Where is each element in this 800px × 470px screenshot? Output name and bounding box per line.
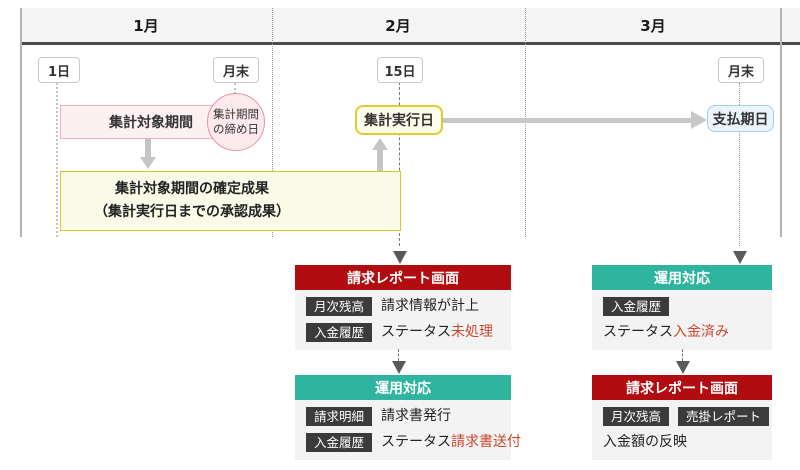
timeline-left-edge: [20, 8, 22, 237]
operations-box: 運用対応 入金履歴 ステータス入金済み: [592, 265, 772, 350]
flow-row-text: 請求情報が計上: [381, 298, 480, 314]
flow-column-february: 請求レポート画面 月次残高 請求情報が計上 入金履歴 ステータス未処理 運用対応: [295, 265, 521, 460]
billing-detail-tag: 請求明細: [306, 407, 373, 426]
timeline-right-edge: [780, 8, 782, 237]
flow-row-text: ステータス入金済み: [603, 323, 729, 342]
arrow-right-head-icon: [691, 111, 707, 129]
confirmed-result-text: 集計対象期間の確定成果 （集計実行日までの承認成果）: [60, 171, 324, 231]
billing-report-screen-header: 請求レポート画面: [295, 265, 511, 290]
month-header-bar: [20, 8, 800, 42]
flow-connector-arrow-icon: [676, 361, 690, 374]
flow-row: 入金履歴 ステータス請求書送付: [306, 433, 521, 452]
marker-day1: 1日: [38, 57, 80, 83]
aggregation-period-label: 集計対象期間: [109, 115, 193, 131]
billing-report-screen-box: 請求レポート画面 月次残高 請求情報が計上 入金履歴 ステータス未処理: [295, 265, 511, 350]
arrow-down-head-icon: [140, 157, 156, 169]
flow-row: 入金履歴: [603, 297, 761, 316]
operations-header: 運用対応: [592, 265, 772, 290]
billing-report-screen-box: 請求レポート画面 月次残高 売掛レポート 入金額の反映: [592, 375, 772, 460]
operations-header: 運用対応: [295, 375, 511, 400]
flow-row-text: ステータス請求書送付: [381, 433, 521, 452]
flow-row: 請求明細 請求書発行: [306, 407, 500, 426]
dropline-jan-monthend: [234, 83, 236, 94]
arrow-right-icon: [443, 118, 693, 123]
monthly-balance-tag: 月次残高: [306, 297, 373, 316]
monthly-balance-tag: 月次残高: [603, 407, 670, 426]
payment-history-tag: 入金履歴: [603, 297, 670, 316]
status-label: ステータス: [603, 324, 673, 340]
operations-title: 運用対応: [375, 380, 431, 397]
month-label-january: 1月: [133, 17, 159, 35]
flow-row-text: 入金額の反映: [603, 434, 687, 450]
receivable-report-tag: 売掛レポート: [678, 407, 770, 426]
billing-report-screen-title: 請求レポート画面: [626, 380, 738, 397]
billing-report-screen-header: 請求レポート画面: [592, 375, 772, 400]
month-label-march: 3月: [640, 17, 666, 35]
marker-jan-monthend-label: 月末: [222, 64, 249, 80]
closing-date-line1: 集計期間: [213, 107, 259, 121]
flow-row: 月次残高 請求情報が計上: [306, 297, 500, 316]
flow-row-text: 請求書発行: [381, 408, 452, 424]
confirmed-result-line1: 集計対象期間の確定成果: [115, 181, 269, 197]
status-value-invoice-sent: 請求書送付: [451, 434, 522, 450]
marker-feb-15: 15日: [377, 57, 423, 83]
arrow-down-icon: [145, 137, 151, 158]
marker-jan-monthend: 月末: [213, 57, 259, 83]
status-value-unprocessed: 未処理: [451, 324, 494, 340]
arrow-into-left-flow-icon: [393, 251, 407, 264]
marker-day1-label: 1日: [47, 64, 71, 80]
dropline-feb-15: [399, 82, 400, 246]
operations-body: 入金履歴 ステータス入金済み: [592, 290, 772, 350]
flow-connector-dash: [398, 349, 399, 361]
status-label: ステータス: [381, 324, 452, 340]
payment-history-tag: 入金履歴: [306, 323, 373, 342]
confirmed-result-band: [60, 171, 401, 231]
operations-box: 運用対応 請求明細 請求書発行 入金履歴 ステータス請求書送付: [295, 375, 521, 460]
billing-report-screen-title: 請求レポート画面: [347, 270, 459, 287]
dropline-mar-monthend-upper: [739, 83, 740, 105]
divider-jan-feb: [272, 8, 273, 237]
month-label-february: 2月: [385, 17, 411, 35]
flow-row: 入金履歴 ステータス未処理: [306, 323, 500, 342]
flow-connector-dash: [682, 349, 683, 361]
billing-report-screen-body: 月次残高 請求情報が計上 入金履歴 ステータス未処理: [295, 290, 511, 350]
aggregation-execution-date-label: 集計実行日: [364, 113, 434, 129]
flow-column-march: 運用対応 入金履歴 ステータス入金済み 請求レポート画面 月次残高 売掛レポート: [592, 265, 772, 460]
arrow-up-head-icon: [372, 138, 388, 150]
operations-title: 運用対応: [654, 270, 710, 287]
operations-body: 請求明細 請求書発行 入金履歴 ステータス請求書送付: [295, 400, 521, 460]
dropline-mar-monthend-lower: [739, 133, 740, 246]
marker-mar-monthend-label: 月末: [727, 64, 754, 80]
payment-due-date-label: 支払期日: [712, 111, 769, 128]
billing-report-screen-body: 月次残高 売掛レポート 入金額の反映: [592, 400, 772, 460]
flow-connector-arrow-icon: [392, 361, 406, 374]
marker-mar-monthend: 月末: [718, 57, 764, 83]
marker-feb-15-label: 15日: [384, 64, 416, 80]
flow-row-text: ステータス未処理: [381, 323, 493, 342]
arrow-up-icon: [377, 149, 383, 171]
flow-row: 入金額の反映: [603, 433, 761, 452]
flow-row: 月次残高 売掛レポート: [603, 407, 770, 426]
closing-date-circle: 集計期間 の締め日: [207, 93, 265, 151]
status-value-paid: 入金済み: [673, 324, 729, 340]
timeline-axis-rule: [20, 42, 800, 45]
closing-date-line2: の締め日: [213, 122, 259, 136]
payment-due-date-box: 支払期日: [707, 105, 774, 132]
status-label: ステータス: [381, 434, 452, 450]
flow-row: ステータス入金済み: [603, 323, 761, 342]
payment-history-tag: 入金履歴: [306, 433, 373, 452]
arrow-into-right-flow-icon: [733, 251, 747, 264]
dropline-day1: [56, 83, 58, 237]
confirmed-result-line2: （集計実行日までの承認成果）: [94, 204, 290, 220]
aggregation-execution-date-box: 集計実行日: [355, 105, 443, 135]
